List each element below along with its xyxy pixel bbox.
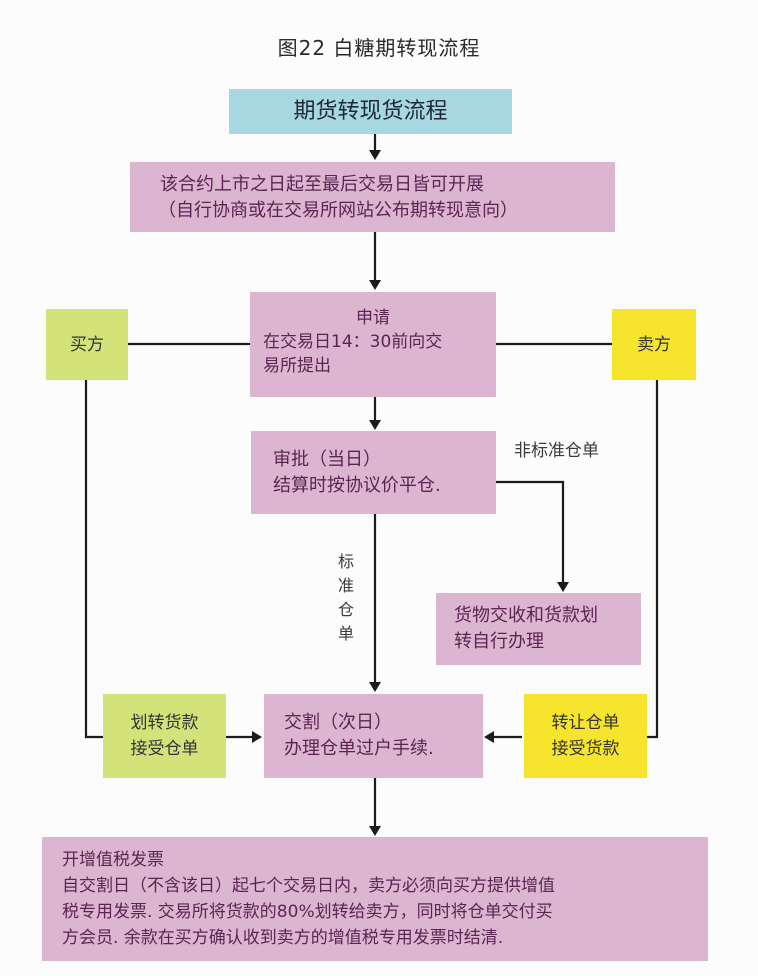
scope-line1: 该合约上市之日起至最后交易日皆可开展 bbox=[160, 174, 484, 195]
standard-label-char: 准 bbox=[337, 576, 354, 595]
arrowhead bbox=[252, 731, 262, 743]
apply-line1: 申请 bbox=[356, 308, 390, 328]
standard-label-char: 单 bbox=[337, 624, 354, 643]
arrowhead bbox=[369, 420, 381, 430]
apply-line2: 在交易日14：30前向交 bbox=[263, 332, 443, 352]
invoice-line1: 开增值税发票 bbox=[62, 850, 164, 870]
delivery-line2: 办理仓单过户手续. bbox=[284, 738, 434, 759]
invoice-line3: 税专用发票. 交易所将货款的80%划转给卖方，同时将仓单交付买 bbox=[62, 902, 553, 922]
edge-seller-selleraction bbox=[647, 380, 659, 739]
edge-buyer-buyeraction bbox=[84, 380, 103, 739]
apply-line3: 易所提出 bbox=[263, 356, 331, 376]
seller-node: 卖方 bbox=[612, 309, 696, 380]
arrowhead bbox=[369, 682, 381, 692]
non-standard-label: 非标准仓单 bbox=[514, 441, 599, 461]
buyer-text: 买方 bbox=[70, 334, 104, 355]
header-node-text: 期货转现货流程 bbox=[293, 98, 448, 124]
arrowhead bbox=[369, 150, 381, 160]
scope-node: 该合约上市之日起至最后交易日皆可开展 （自行协商或在交易所网站公布期转现意向） bbox=[130, 162, 615, 232]
approve-node: 审批（当日） 结算时按协议价平仓. bbox=[251, 431, 496, 514]
seller-action-node: 转让仓单 接受货款 bbox=[524, 694, 647, 778]
invoice-line2: 自交割日（不含该日）起七个交易日内，卖方必须向买方提供增值 bbox=[62, 876, 555, 896]
header-node: 期货转现货流程 bbox=[229, 89, 512, 134]
standard-label: 标 准 仓 单 bbox=[334, 550, 358, 646]
standard-label-char: 标 bbox=[337, 552, 354, 571]
arrowhead bbox=[484, 731, 494, 743]
seller-text: 卖方 bbox=[637, 334, 671, 355]
buyer-action-line1: 划转货款 bbox=[130, 713, 199, 733]
scope-line2: （自行协商或在交易所网站公布期转现意向） bbox=[158, 200, 518, 221]
approve-line2: 结算时按协议价平仓. bbox=[273, 475, 441, 496]
figure-title: 图22 白糖期转现流程 bbox=[277, 36, 481, 60]
invoice-node: 开增值税发票 自交割日（不含该日）起七个交易日内，卖方必须向买方提供增值 税专用… bbox=[42, 837, 708, 961]
delivery-node: 交割（次日） 办理仓单过户手续. bbox=[264, 694, 483, 778]
seller-action-line1: 转让仓单 bbox=[551, 713, 620, 733]
seller-action-line2: 接受货款 bbox=[551, 739, 620, 759]
self-handle-line1: 货物交收和货款划 bbox=[454, 605, 598, 626]
approve-line1: 审批（当日） bbox=[273, 449, 381, 470]
self-handle-node: 货物交收和货款划 转自行办理 bbox=[436, 593, 641, 665]
delivery-line1: 交割（次日） bbox=[284, 712, 392, 733]
apply-node: 申请 在交易日14：30前向交 易所提出 bbox=[250, 292, 496, 397]
buyer-action-node: 划转货款 接受仓单 bbox=[103, 694, 226, 778]
arrowhead bbox=[369, 280, 381, 290]
arrowhead bbox=[557, 582, 569, 592]
edge-approve-selfhandle bbox=[496, 480, 565, 584]
arrowhead bbox=[369, 826, 381, 836]
buyer-action-line2: 接受仓单 bbox=[130, 739, 199, 759]
buyer-node: 买方 bbox=[46, 309, 128, 380]
self-handle-line2: 转自行办理 bbox=[454, 631, 544, 652]
standard-label-char: 仓 bbox=[337, 600, 354, 619]
invoice-line4: 方会员. 余款在买方确认收到卖方的增值税专用发票时结清. bbox=[62, 928, 504, 948]
